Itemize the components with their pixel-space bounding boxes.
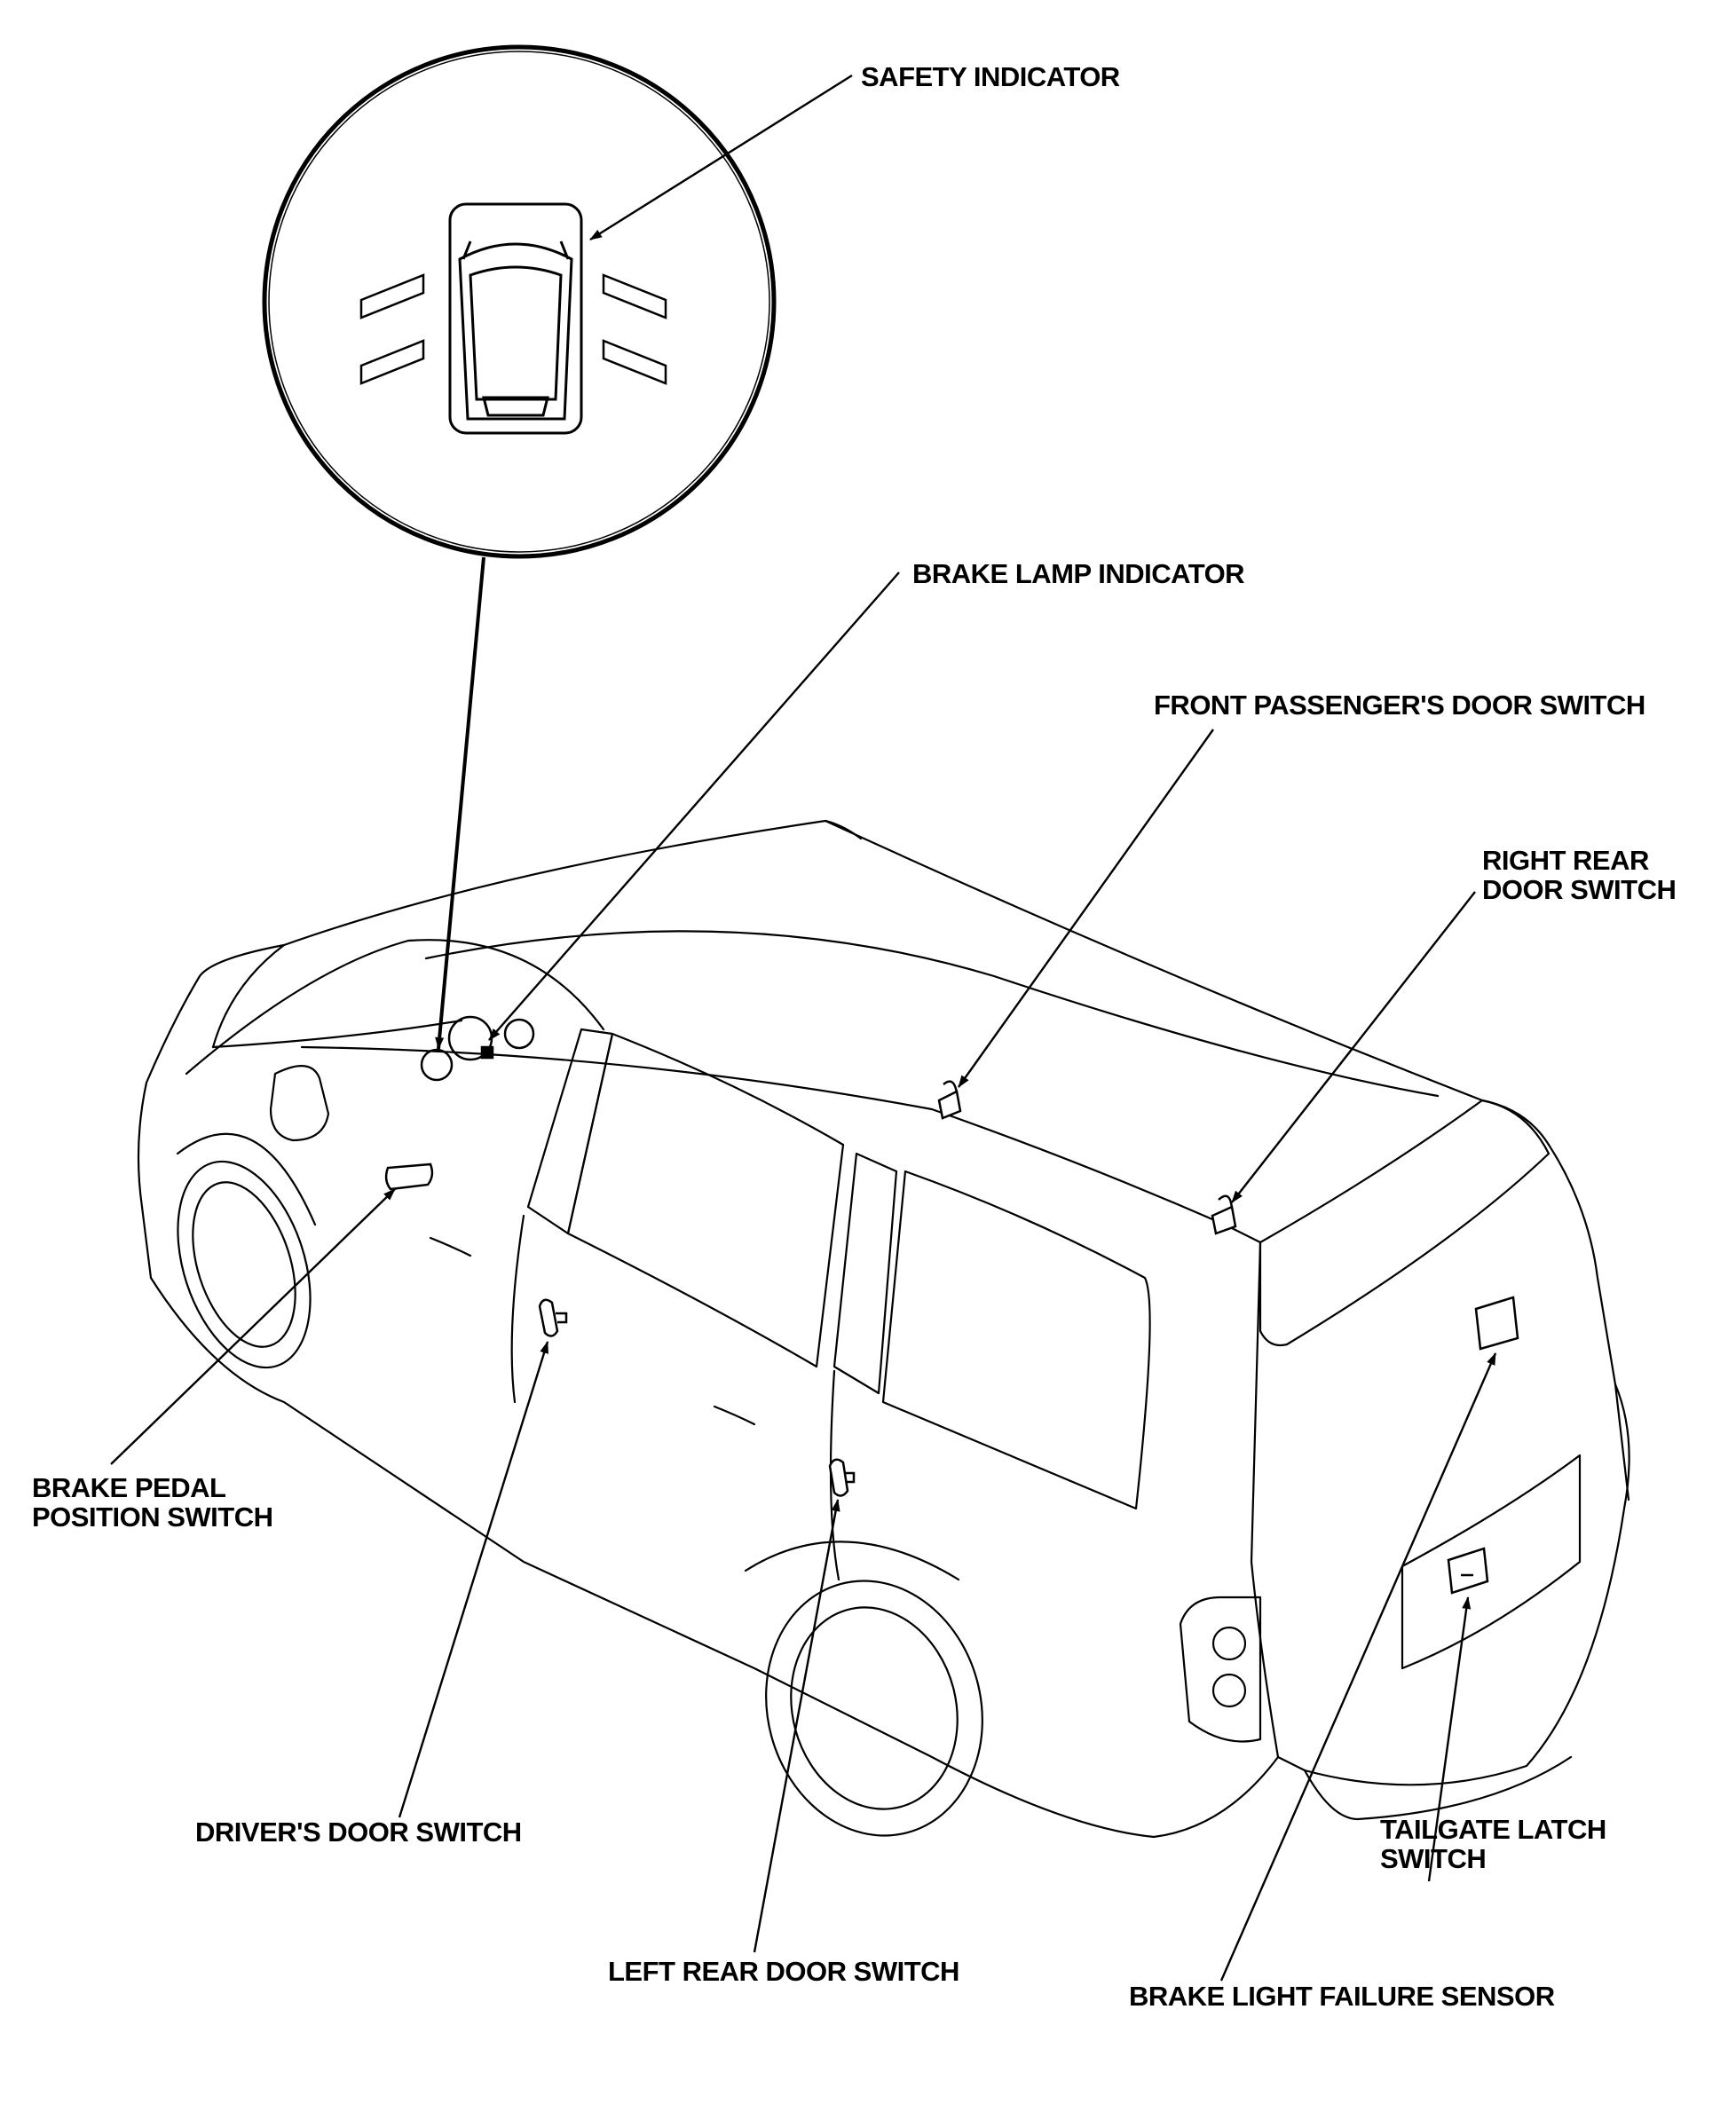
tailgate-latch-switch-label-line-1: TAILGATE LATCH (1380, 1814, 1606, 1845)
brake-pedal-position-switch-marker (384, 1162, 434, 1191)
brake-lamp-indicator-marker (480, 1045, 494, 1060)
brake-pedal-position-switch-label: BRAKE PEDAL POSITION SWITCH (32, 1473, 273, 1532)
drivers-door-switch-label: DRIVER'S DOOR SWITCH (195, 1816, 522, 1848)
front-passenger-door-switch-marker (937, 1080, 962, 1120)
tailgate-latch-switch-label: TAILGATE LATCH SWITCH (1380, 1815, 1606, 1873)
brake-light-failure-sensor-marker (1474, 1296, 1519, 1351)
brake-pedal-position-switch-label-line-1: BRAKE PEDAL (32, 1472, 226, 1503)
door-indicator-bars (359, 273, 667, 385)
right-rear-door-switch-marker (1211, 1194, 1237, 1235)
left-rear-door-switch-marker (828, 1458, 856, 1497)
safety-indicator-label: SAFETY INDICATOR (861, 61, 1120, 92)
brake-pedal-position-switch-label-line-2: POSITION SWITCH (32, 1501, 273, 1533)
drivers-door-switch-marker (538, 1298, 568, 1337)
leader-lines (110, 74, 1497, 1982)
safety-indicator-detail-circle (262, 44, 777, 559)
right-rear-door-switch-label: RIGHT REAR DOOR SWITCH (1482, 845, 1677, 905)
left-rear-door-switch-label: LEFT REAR DOOR SWITCH (608, 1956, 959, 1987)
tailgate-latch-switch-marker (1447, 1547, 1489, 1595)
brake-light-failure-sensor-label: BRAKE LIGHT FAILURE SENSOR (1129, 1981, 1555, 2012)
safety-indicator-icon (448, 202, 583, 435)
brake-lamp-indicator-label: BRAKE LAMP INDICATOR (912, 558, 1245, 589)
vehicle-outline (137, 819, 1630, 1839)
right-rear-door-switch-label-line-1: RIGHT REAR (1482, 845, 1649, 876)
right-rear-door-switch-label-line-2: DOOR SWITCH (1482, 874, 1677, 905)
tailgate-latch-switch-label-line-2: SWITCH (1380, 1843, 1487, 1874)
front-passenger-door-switch-label: FRONT PASSENGER'S DOOR SWITCH (1154, 690, 1645, 721)
